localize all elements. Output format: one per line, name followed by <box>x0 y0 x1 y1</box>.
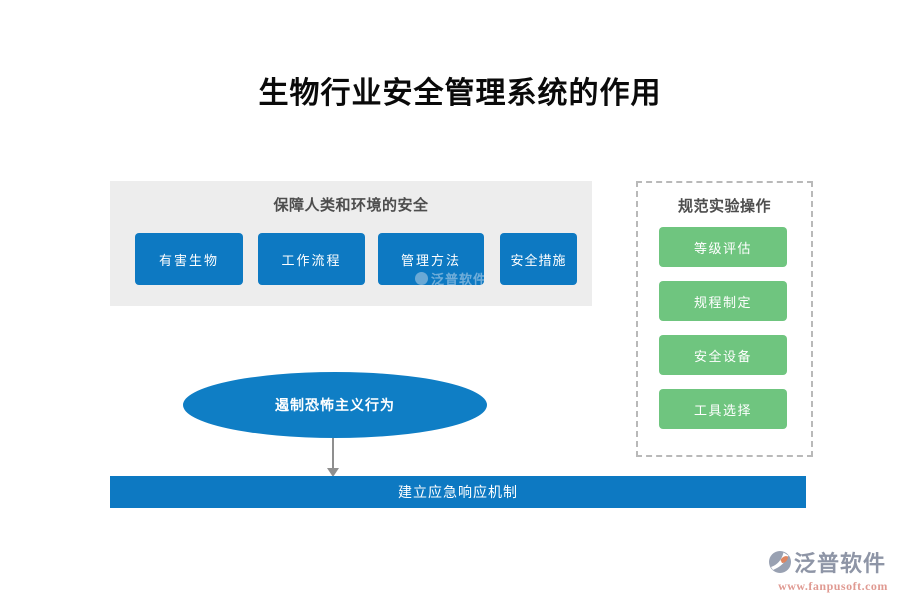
lab-panel-title: 规范实验操作 <box>677 198 771 215</box>
chip-level-assessment[interactable]: 等级评估 <box>659 227 787 267</box>
lab-operations-panel: 规范实验操作 等级评估 规程制定 安全设备 工具选择 <box>636 181 813 457</box>
flow-arrow-line <box>332 438 334 469</box>
bar-emergency-response: 建立应急响应机制 <box>110 476 806 508</box>
chip-procedure-formulation[interactable]: 规程制定 <box>659 281 787 321</box>
flow-arrow-head-icon <box>327 468 339 477</box>
chip-harmful-organisms[interactable]: 有害生物 <box>135 233 243 285</box>
brand-name: 泛普软件 <box>794 551 887 576</box>
safety-panel: 保障人类和环境的安全 有害生物 工作流程 管理方法 安全措施 泛普软件 <box>110 181 592 306</box>
chip-safety-measures[interactable]: 安全措施 <box>500 233 577 285</box>
chip-tool-selection[interactable]: 工具选择 <box>659 389 787 429</box>
chip-safety-equipment[interactable]: 安全设备 <box>659 335 787 375</box>
chip-management-method[interactable]: 管理方法 <box>378 233 484 285</box>
fanpu-logo-icon <box>768 550 792 574</box>
brand-url[interactable]: www.fanpusoft.com <box>778 579 888 593</box>
footer-brand: 泛普软件 www.fanpusoft.com <box>768 546 898 594</box>
ellipse-counter-terrorism: 遏制恐怖主义行为 <box>183 372 487 438</box>
page-title: 生物行业安全管理系统的作用 <box>258 77 662 110</box>
safety-panel-title: 保障人类和环境的安全 <box>273 197 429 214</box>
chip-work-process[interactable]: 工作流程 <box>258 233 365 285</box>
